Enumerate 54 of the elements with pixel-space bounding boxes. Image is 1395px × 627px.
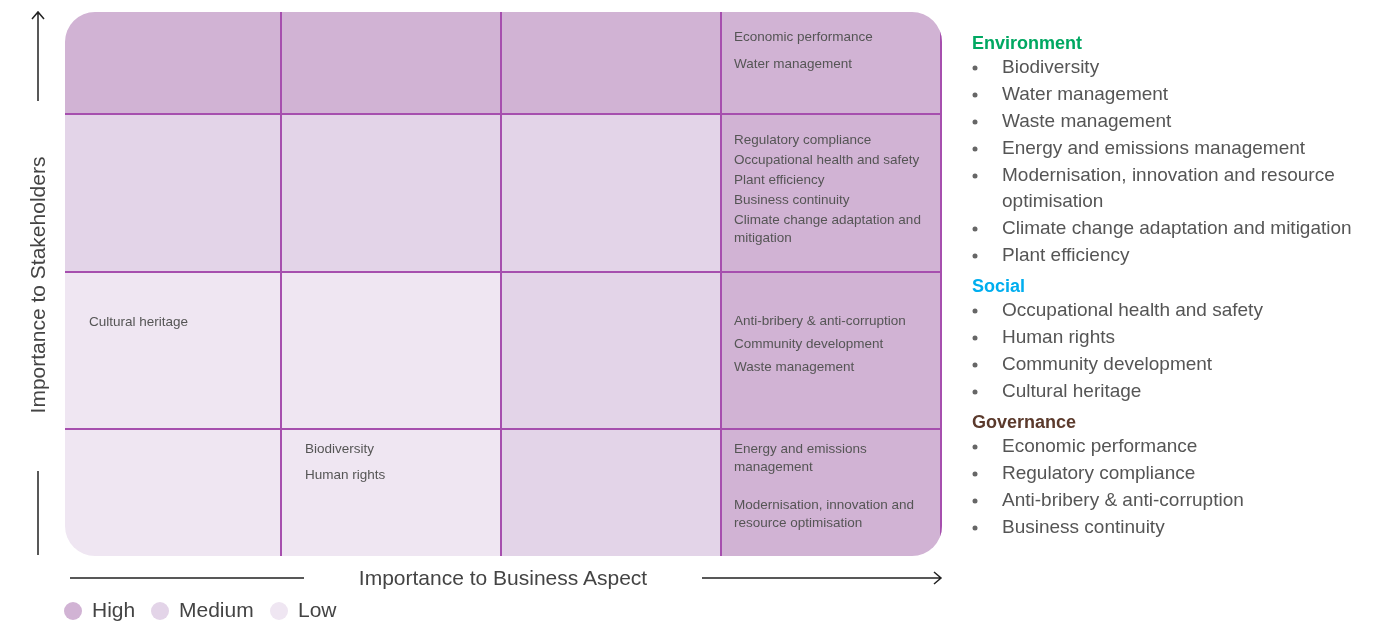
list-item: Plant efficiency bbox=[1002, 243, 1131, 267]
matrix-cell bbox=[722, 115, 942, 273]
list-item: Regulatory compliance bbox=[1002, 461, 1197, 485]
topic-label: Anti-bribery & anti-corruption bbox=[734, 312, 906, 330]
matrix-cell bbox=[502, 115, 722, 273]
matrix-cell bbox=[65, 273, 282, 430]
topic-label: Water management bbox=[734, 55, 853, 73]
matrix-cell bbox=[502, 12, 722, 115]
list-item: Biodiversity bbox=[1002, 55, 1101, 79]
topic-label: Economic performance bbox=[734, 28, 873, 46]
matrix-cell bbox=[65, 12, 282, 115]
topic-label: Biodiversity bbox=[305, 440, 375, 458]
list-item: Community development bbox=[1002, 352, 1214, 376]
list-item: Anti-bribery & anti-corruption bbox=[1002, 488, 1245, 512]
topic-label: Human rights bbox=[305, 466, 386, 484]
matrix-cell bbox=[722, 430, 942, 556]
topic-label: Business continuity bbox=[734, 191, 850, 209]
list-item: Occupational health and safety bbox=[1002, 298, 1264, 322]
list-item: Cultural heritage bbox=[1002, 379, 1143, 403]
list-item: Modernisation, innovation and resource optimisation bbox=[1002, 163, 1336, 213]
list-item: Economic performance bbox=[1002, 434, 1199, 458]
topic-label: Occupational health and safety bbox=[734, 151, 920, 169]
topic-label: Plant efficiency bbox=[734, 171, 825, 189]
topic-label: Community development bbox=[734, 335, 884, 353]
matrix-cell bbox=[282, 430, 502, 556]
matrix-cell bbox=[722, 12, 942, 115]
topic-label: Cultural heritage bbox=[89, 313, 189, 331]
matrix-cell bbox=[65, 430, 282, 556]
list-item: Energy and emissions management bbox=[1002, 136, 1307, 160]
topic-label: Energy and emissions management bbox=[734, 440, 868, 476]
matrix-cell bbox=[282, 273, 502, 430]
list-item: Waste management bbox=[1002, 109, 1173, 133]
topic-label: Modernisation, innovation and resource optimisation bbox=[734, 496, 916, 532]
category-heading: Social bbox=[972, 275, 1026, 297]
category-heading: Governance bbox=[972, 411, 1077, 433]
axis-label: Importance to Business Aspect bbox=[358, 566, 648, 590]
topic-label: Climate change adaptation and mitigation bbox=[734, 211, 922, 247]
list-item: Climate change adaptation and mitigation bbox=[1002, 216, 1352, 240]
category-heading: Environment bbox=[972, 32, 1082, 54]
legend-label: Low bbox=[298, 598, 337, 622]
matrix-cell bbox=[65, 115, 282, 273]
list-item: Business continuity bbox=[1002, 515, 1166, 539]
topic-label: Regulatory compliance bbox=[734, 131, 872, 149]
topic-label: Waste management bbox=[734, 358, 855, 376]
legend-label: Medium bbox=[179, 598, 254, 622]
list-item: Water management bbox=[1002, 82, 1170, 106]
matrix-cell bbox=[282, 12, 502, 115]
matrix-cell bbox=[502, 430, 722, 556]
legend-label: High bbox=[92, 598, 136, 622]
matrix-cell bbox=[502, 273, 722, 430]
list-item: Human rights bbox=[1002, 325, 1116, 349]
matrix-cell bbox=[282, 115, 502, 273]
matrix-cell bbox=[722, 273, 942, 430]
axis-label: Importance to Stakeholders bbox=[26, 156, 50, 414]
